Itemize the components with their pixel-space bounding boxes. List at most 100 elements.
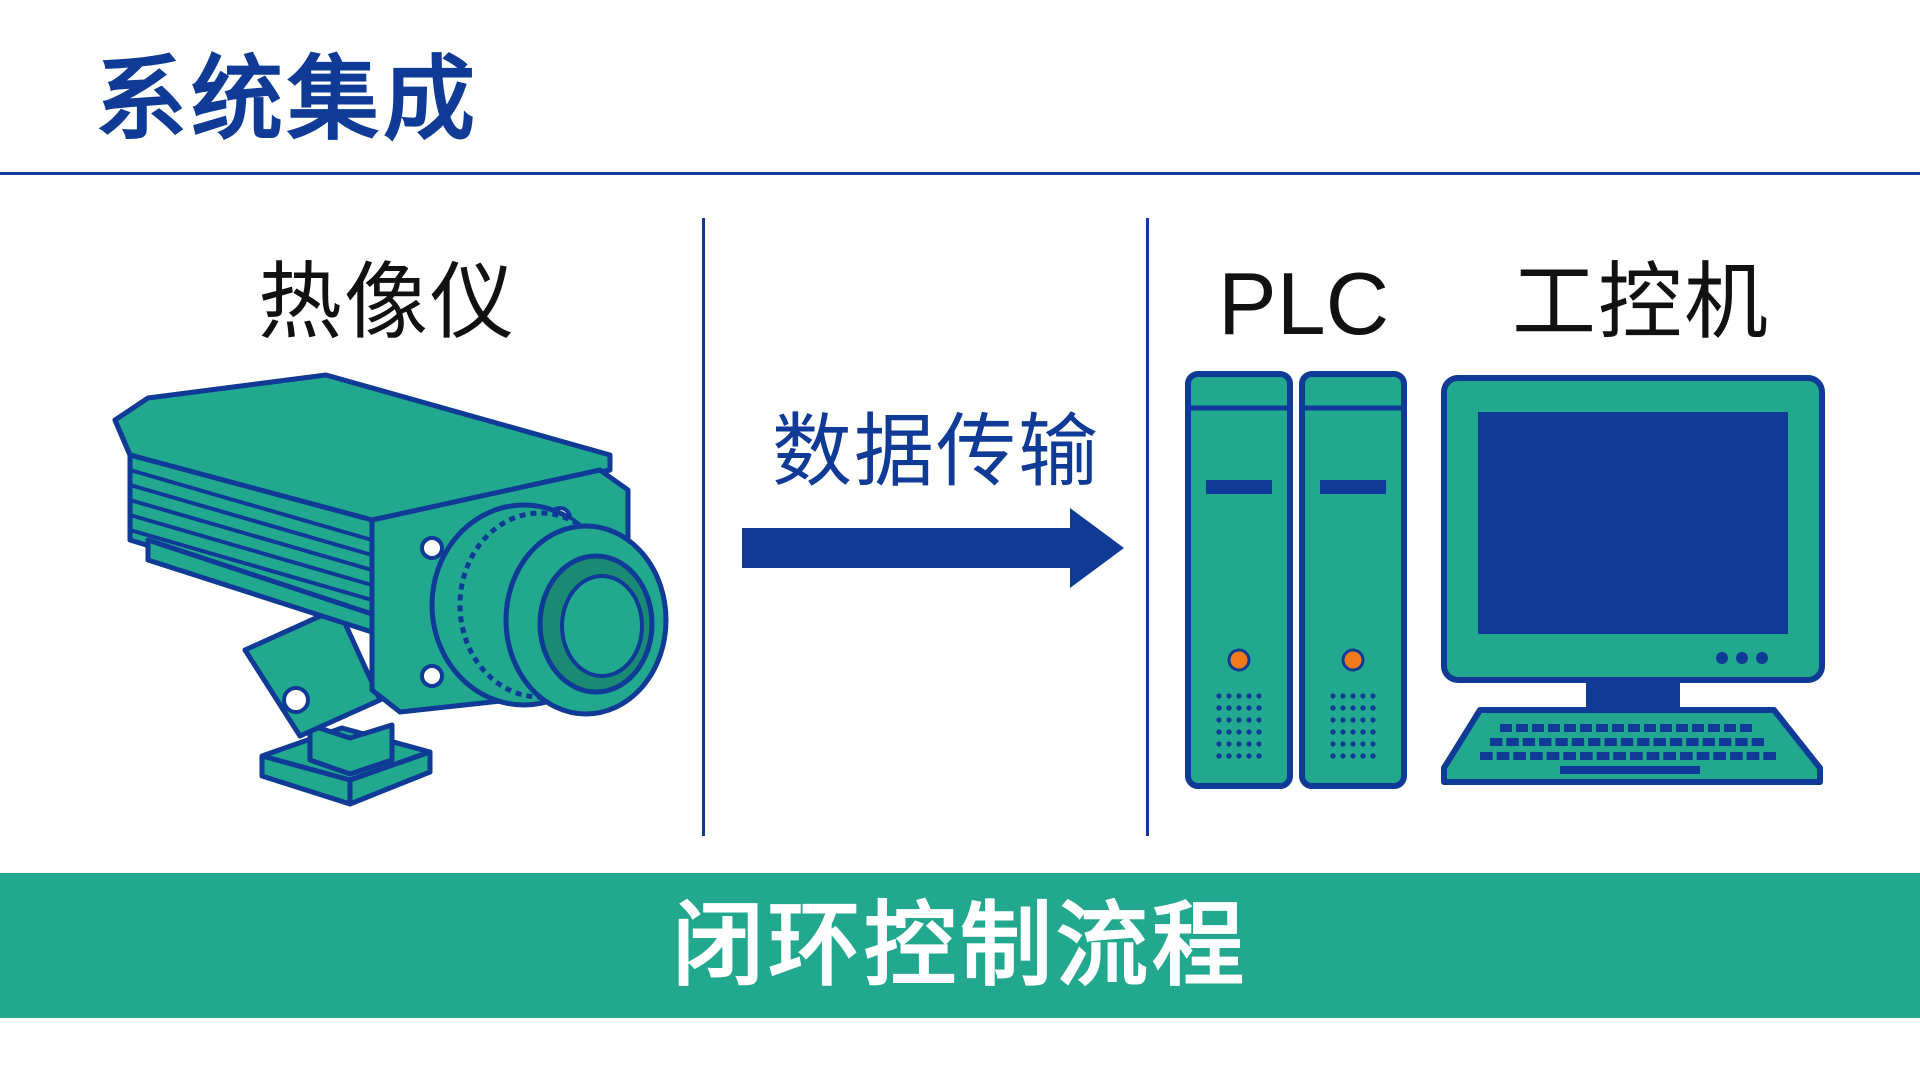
vent-dot [1236, 753, 1242, 759]
vent-dot [1340, 717, 1346, 723]
vent-dot [1216, 717, 1222, 723]
vent-dot [1360, 717, 1366, 723]
vent-dot [1360, 693, 1366, 699]
keyboard-key [1630, 752, 1643, 760]
keyboard-key [1724, 724, 1736, 732]
vent-dot [1340, 741, 1346, 747]
vent-dot [1256, 753, 1262, 759]
vent-dot [1370, 717, 1376, 723]
keyboard-key [1730, 752, 1743, 760]
vent-dot [1216, 705, 1222, 711]
plc-label: PLC [1218, 254, 1390, 353]
keyboard-key [1548, 724, 1560, 732]
vent-dot [1370, 729, 1376, 735]
keyboard-key [1686, 738, 1699, 746]
vent-dot [1350, 741, 1356, 747]
keyboard-key [1663, 752, 1676, 760]
vent-dot [1340, 729, 1346, 735]
vent-dot [1330, 729, 1336, 735]
vent-dot [1226, 717, 1232, 723]
vent-dot [1330, 741, 1336, 747]
vent-dot [1216, 741, 1222, 747]
keyboard-key [1496, 752, 1510, 760]
vent-dot [1246, 693, 1252, 699]
vent-dot [1246, 717, 1252, 723]
vent-dot [1256, 729, 1262, 735]
keyboard-key [1563, 752, 1576, 760]
keyboard-key [1555, 738, 1568, 746]
vent-dot [1256, 693, 1262, 699]
keyboard-key [1751, 738, 1764, 746]
vent-dot [1236, 705, 1242, 711]
vent-dot [1350, 693, 1356, 699]
keyboard-key [1532, 724, 1544, 732]
vent-dot [1360, 705, 1366, 711]
vent-dot [1216, 693, 1222, 699]
keyboard-key [1546, 752, 1560, 760]
vent-dot [1256, 717, 1262, 723]
vent-dot [1350, 729, 1356, 735]
vent-dot [1370, 753, 1376, 759]
vent-dot [1246, 753, 1252, 759]
vent-dot [1340, 705, 1346, 711]
keyboard-key [1660, 724, 1672, 732]
footer-banner: 闭环控制流程 [0, 873, 1920, 1018]
keyboard-key [1646, 752, 1660, 760]
keyboard-key [1522, 738, 1536, 746]
keyboard-key [1708, 724, 1720, 732]
keyboard-key [1588, 738, 1601, 746]
page-title: 系统集成 [95, 46, 480, 153]
vent-dot [1236, 729, 1242, 735]
vent-dot [1256, 741, 1262, 747]
keyboard-key [1480, 752, 1493, 760]
keyboard-key [1718, 738, 1732, 746]
vent-dot [1350, 717, 1356, 723]
keyboard-key [1580, 752, 1593, 760]
vent-dot [1330, 693, 1336, 699]
footer-title: 闭环控制流程 [671, 891, 1248, 999]
keyboard-key [1490, 738, 1503, 746]
keyboard-key [1702, 738, 1715, 746]
vent-dot [1330, 705, 1336, 711]
keyboard-key [1746, 752, 1760, 760]
transfer-label: 数据传输 [772, 405, 1100, 498]
keyboard-key [1692, 724, 1704, 732]
keyboard-key [1740, 724, 1752, 732]
vent-dot [1216, 729, 1222, 735]
keyboard-key [1763, 752, 1776, 760]
divider-left [702, 218, 705, 836]
vent-dot [1226, 753, 1232, 759]
keyboard-key [1735, 738, 1748, 746]
vent-dot [1236, 693, 1242, 699]
vent-dot [1360, 729, 1366, 735]
vent-dot [1256, 705, 1262, 711]
divider-right [1146, 218, 1149, 836]
vent-dot [1330, 717, 1336, 723]
camera-label: 热像仪 [258, 253, 517, 351]
keyboard-key [1669, 738, 1683, 746]
keyboard-key [1653, 738, 1666, 746]
vent-dot [1246, 729, 1252, 735]
keyboard-key [1604, 738, 1617, 746]
keyboard-key [1506, 738, 1519, 746]
vent-dot [1350, 705, 1356, 711]
keyboard-key [1620, 738, 1634, 746]
vent-dot [1360, 741, 1366, 747]
vent-dot [1226, 729, 1232, 735]
vent-dot [1246, 741, 1252, 747]
keyboard-key [1680, 752, 1693, 760]
vent-dot [1226, 741, 1232, 747]
vent-dot [1370, 693, 1376, 699]
vent-dot [1370, 705, 1376, 711]
vent-dot [1360, 753, 1366, 759]
vent-dot [1330, 753, 1336, 759]
vent-dot [1236, 741, 1242, 747]
vent-dot [1226, 705, 1232, 711]
vent-dot [1216, 753, 1222, 759]
keyboard-key [1516, 724, 1528, 732]
keyboard-key [1530, 752, 1543, 760]
keyboard-key [1644, 724, 1656, 732]
thermal-camera-icon [112, 372, 669, 807]
